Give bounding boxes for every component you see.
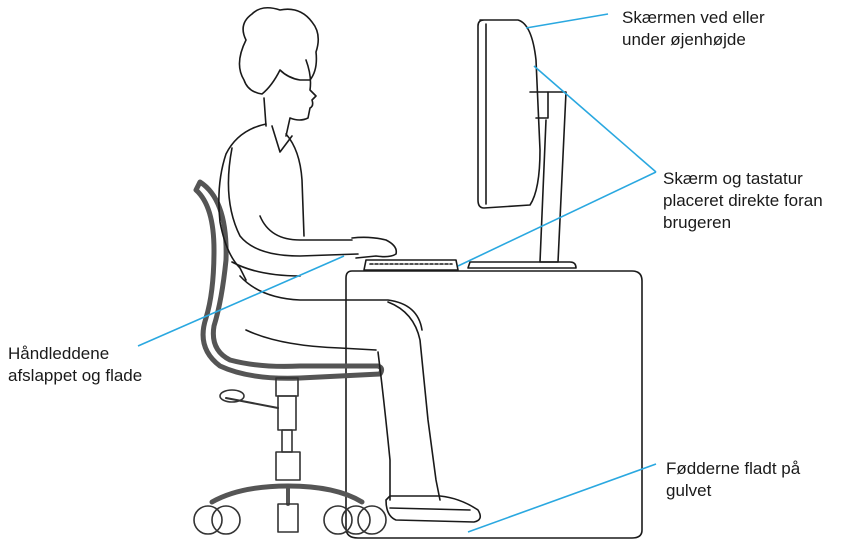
label-feet: Fødderne fladt på gulvet — [666, 458, 800, 502]
label-line: Fødderne fladt på — [666, 458, 800, 480]
monitor — [468, 20, 576, 268]
label-screen-keyboard: Skærm og tastatur placeret direkte foran… — [663, 168, 823, 234]
label-screen-height: Skærmen ved eller under øjenhøjde — [622, 7, 765, 51]
callout-feet — [468, 464, 656, 532]
label-line: afslappet og flade — [8, 365, 142, 387]
label-line: under øjenhøjde — [622, 29, 765, 51]
label-line: placeret direkte foran — [663, 190, 823, 212]
label-line: Skærmen ved eller — [622, 7, 765, 29]
label-wrists: Håndleddene afslappet og flade — [8, 343, 142, 387]
callout-screen-front-b — [458, 172, 656, 266]
seated-person — [219, 8, 480, 522]
keyboard — [364, 260, 458, 270]
callout-screen-front-a — [534, 66, 656, 172]
label-line: gulvet — [666, 480, 800, 502]
label-line: brugeren — [663, 212, 823, 234]
label-line: Håndleddene — [8, 343, 142, 365]
label-line: Skærm og tastatur — [663, 168, 823, 190]
callout-screen-height — [526, 14, 608, 28]
